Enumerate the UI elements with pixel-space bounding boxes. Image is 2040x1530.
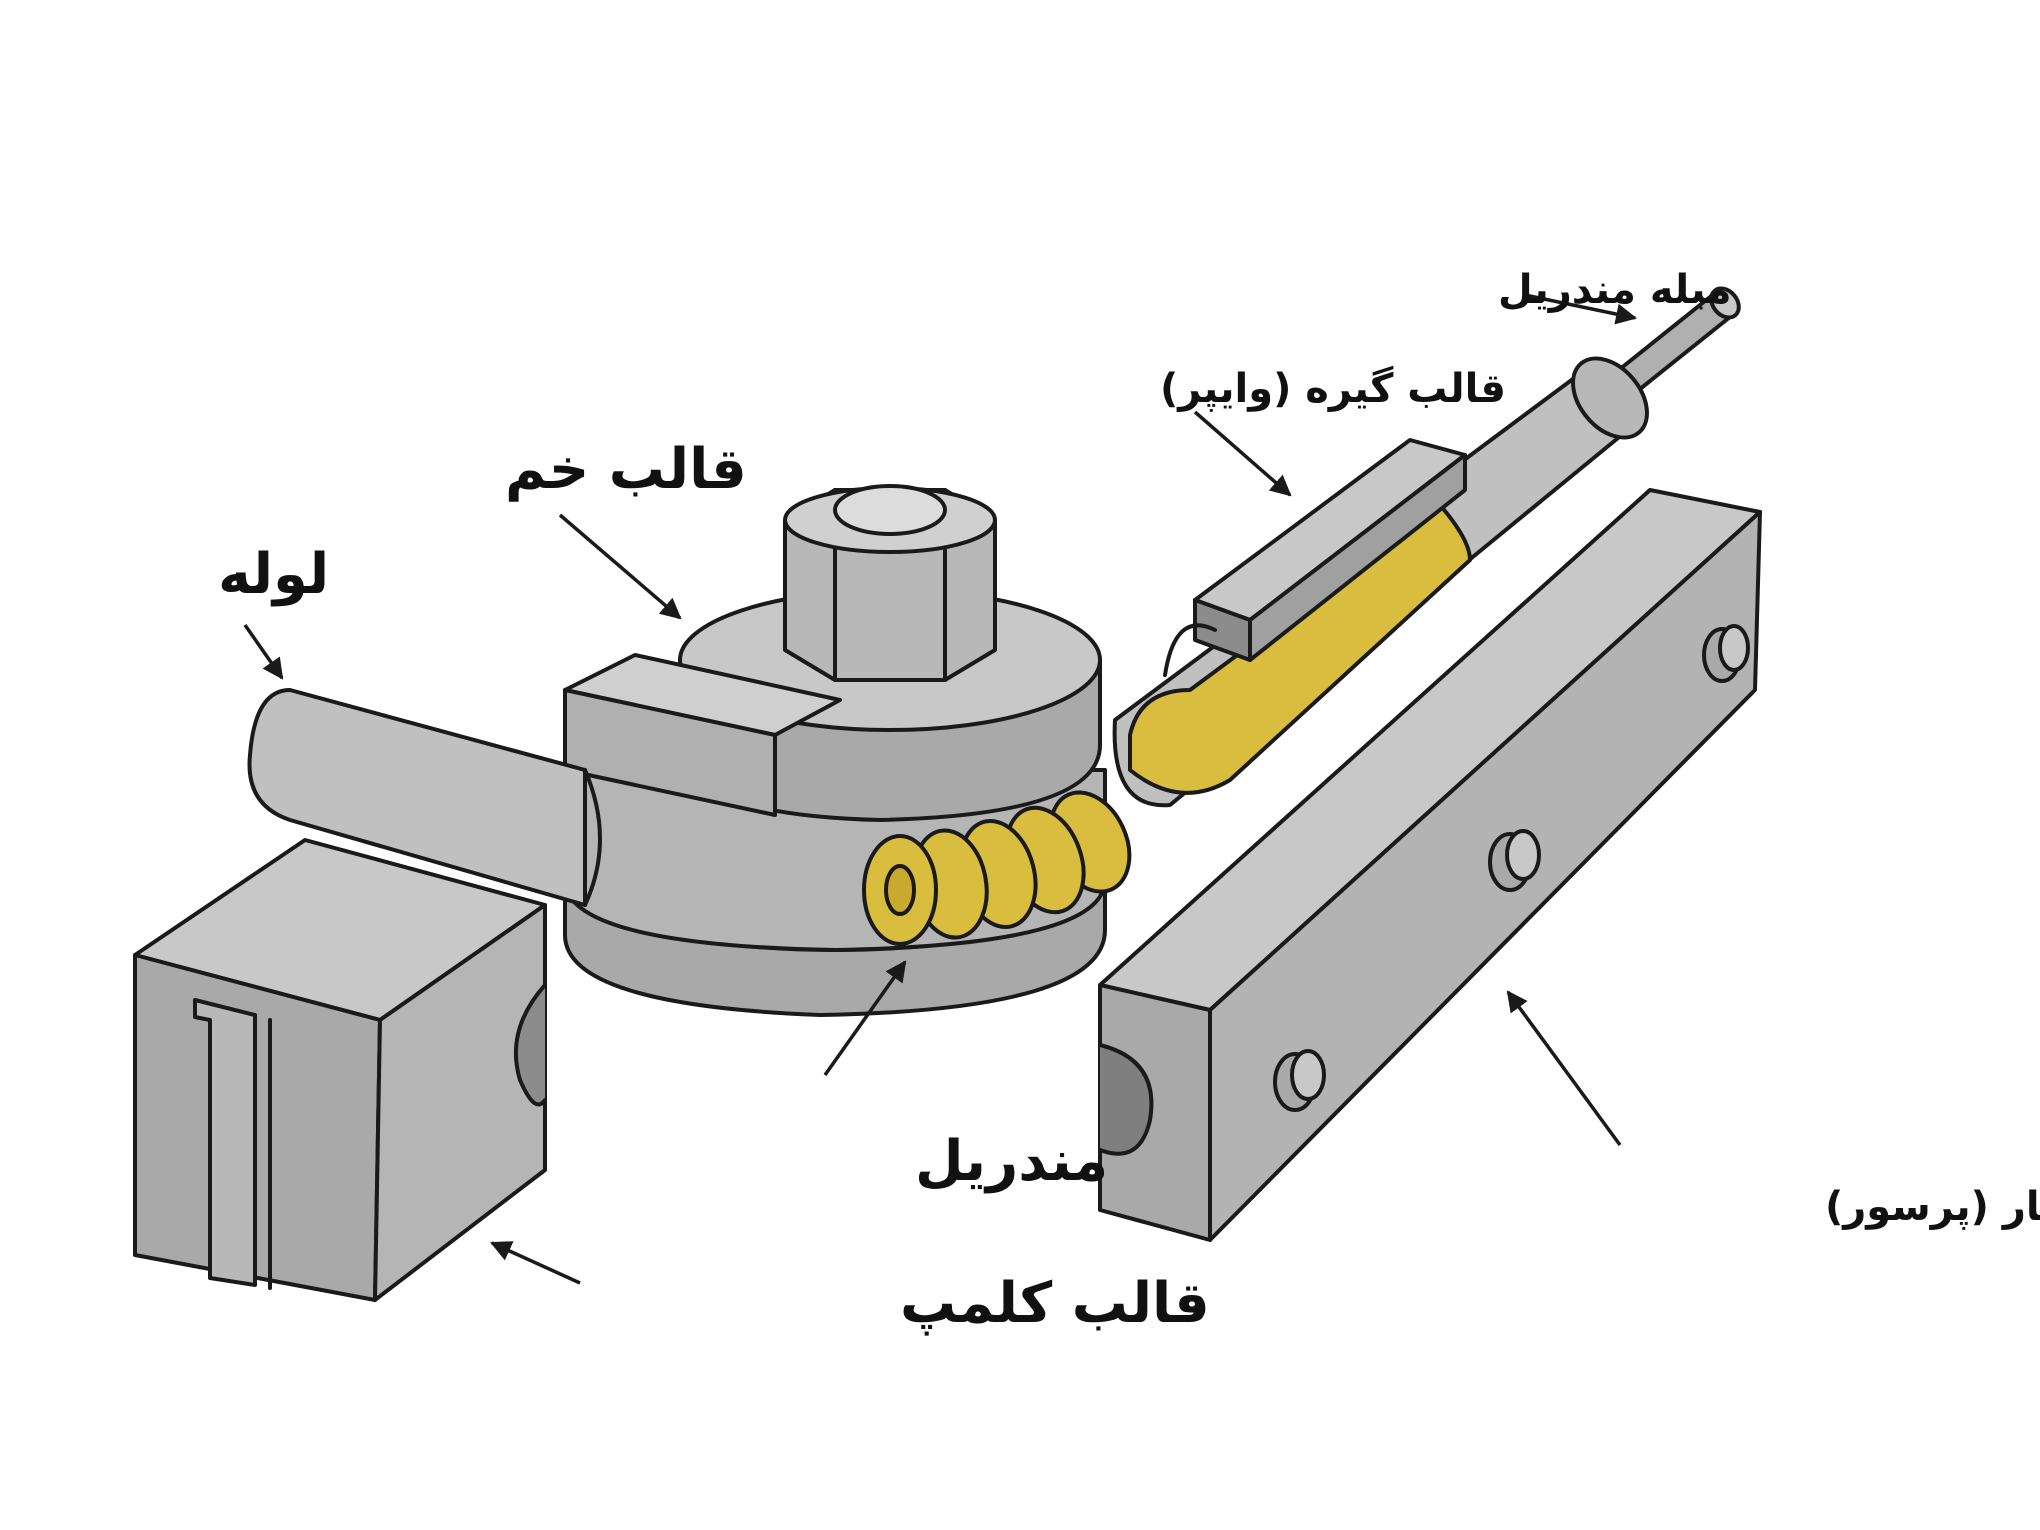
arrow-pressure-die [1506,990,1622,1147]
pressure-die-bolt [1273,1049,1326,1112]
label-tube: لوله [218,542,329,607]
label-mandrel: مندریل [915,1129,1108,1194]
arrow-bend-die [558,513,682,620]
arrow-mandrel-rod [1524,293,1638,325]
pressure-die-bolt [1702,624,1750,683]
wiper-die [1163,438,1467,677]
label-pressure-die: قالب فشار (پرسور) [1825,1184,2040,1230]
arrow-tube [243,623,284,680]
pointer-arrows [243,293,1638,1285]
bent-tube-section [1112,356,1649,808]
pressure-die-bolt [1488,829,1541,892]
clamp-die [133,838,547,1302]
arrow-wiper-die [1193,410,1292,497]
bend-die [563,484,1107,1017]
label-mandrel-rod: میله مندریل [1498,267,1732,313]
label-wiper-die: قالب گیره (وایپر) [1160,365,1506,412]
label-clamp-die: قالب کلمپ [900,1271,1210,1336]
mandrel-balls [862,790,1132,946]
tube [247,688,602,907]
pressure-die [1098,488,1762,1242]
label-bend-die: قالب خم [505,437,747,502]
arrow-mandrel [823,960,907,1077]
arrow-clamp-die [490,1241,581,1285]
